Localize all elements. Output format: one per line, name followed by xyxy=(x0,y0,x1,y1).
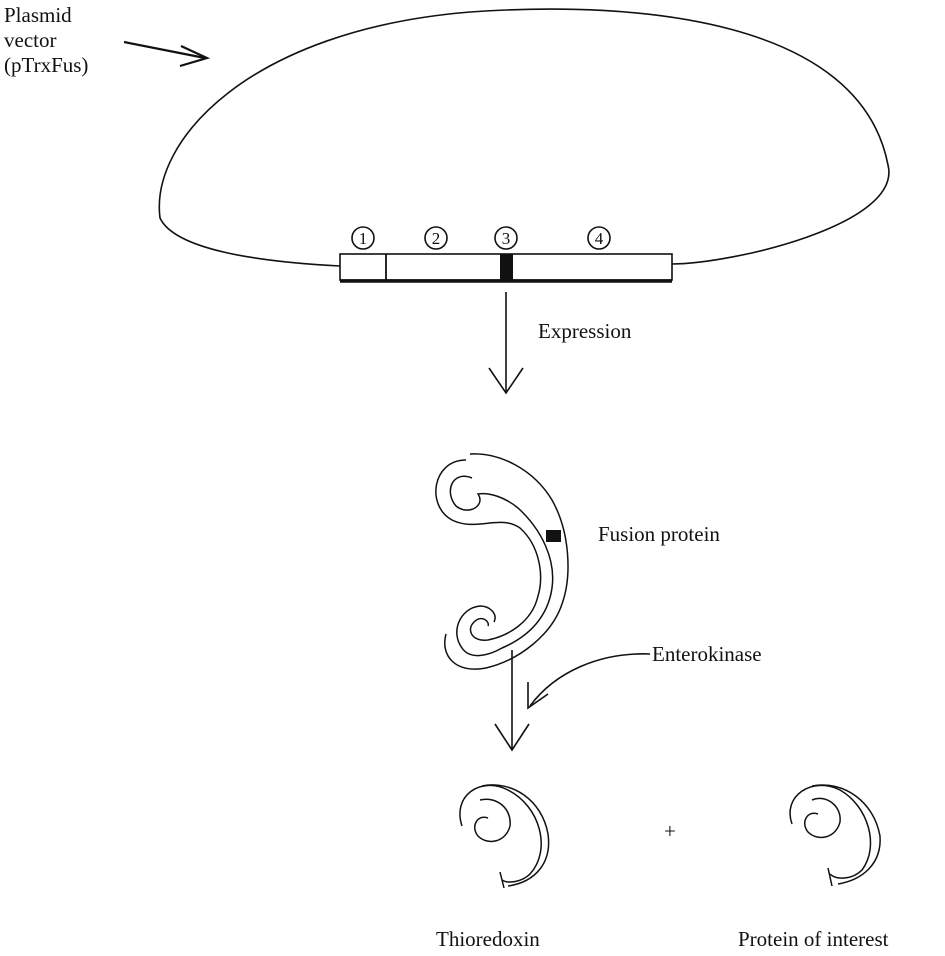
segment-marker-3: 3 xyxy=(495,227,517,249)
segment-number-4: 4 xyxy=(595,229,604,248)
plasmid-label: Plasmid vector (pTrxFus) xyxy=(4,3,88,77)
plasmid-label-line3: (pTrxFus) xyxy=(4,53,88,77)
expression-label: Expression xyxy=(538,319,632,343)
fusion-protein-shape xyxy=(436,454,568,669)
fusion-protein-label: Fusion protein xyxy=(598,522,720,546)
segment-marker-2: 2 xyxy=(425,227,447,249)
plasmid-label-line2: vector xyxy=(4,28,56,52)
segment-number-2: 2 xyxy=(432,229,441,248)
fusion-cleavage-site xyxy=(546,530,561,542)
thioredoxin-shape xyxy=(460,785,549,888)
segment-marker-4: 4 xyxy=(588,227,610,249)
plasmid-pointer-arrow xyxy=(124,42,207,66)
segment-marker-1: 1 xyxy=(352,227,374,249)
segment-number-3: 3 xyxy=(502,229,511,248)
gene-cassette xyxy=(340,254,672,281)
enterokinase-label: Enterokinase xyxy=(652,642,762,666)
cleavage-site-marker xyxy=(500,254,513,280)
segment-number-1: 1 xyxy=(359,229,368,248)
cleavage-arrow xyxy=(495,650,529,750)
plus-sign: + xyxy=(664,819,676,843)
protein-of-interest-label: Protein of interest xyxy=(738,927,889,951)
enterokinase-arrow xyxy=(528,654,650,708)
plasmid-label-line1: Plasmid xyxy=(4,3,72,27)
protein-of-interest-shape xyxy=(790,785,880,886)
expression-arrow xyxy=(489,292,523,393)
plasmid-loop xyxy=(159,9,889,266)
thioredoxin-label: Thioredoxin xyxy=(436,927,540,951)
